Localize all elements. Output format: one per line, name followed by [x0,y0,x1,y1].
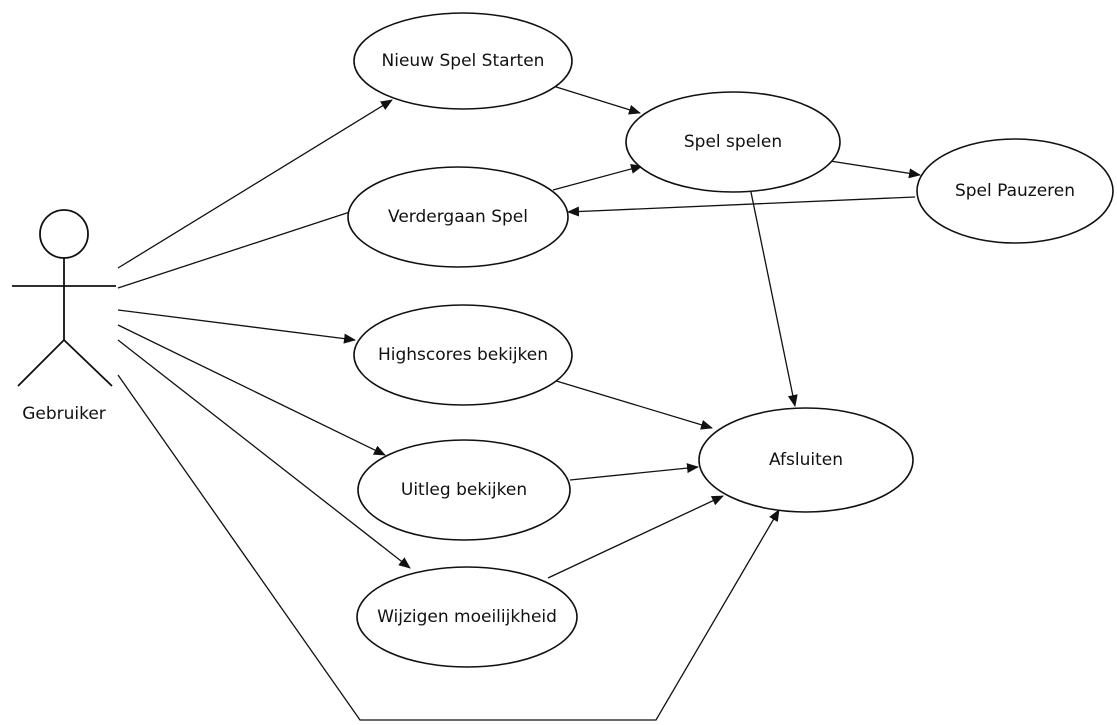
use-case-label: Verdergaan Spel [388,207,528,227]
actor: Gebruiker [12,209,116,424]
edge-actor-to-verdergaan [117,206,363,289]
edge-actor-to-highscores [117,309,356,344]
edge-actor-to-uitleg [117,324,386,456]
use-case-spel-spelen[interactable]: Spel spelen [625,91,841,193]
actor-right-leg [63,339,113,387]
edge-pauzeren-to-verdergaan [567,196,916,217]
use-case-verdergaan-spel[interactable]: Verdergaan Spel [347,166,569,268]
use-case-label: Nieuw Spel Starten [382,51,545,71]
edge-verdergaan-to-spel-spelen [552,164,643,191]
use-case-label: Spel spelen [684,132,782,152]
use-case-nieuw-spel-starten[interactable]: Nieuw Spel Starten [353,12,573,110]
actor-label: Gebruiker [22,404,106,424]
use-case-spel-pauzeren[interactable]: Spel Pauzeren [916,138,1114,244]
use-case-highscores-bekijken[interactable]: Highscores bekijken [353,304,573,406]
edge-wijzigen-to-afsluiten [547,495,724,579]
use-case-afsluiten[interactable]: Afsluiten [698,407,914,513]
use-case-label: Uitleg bekijken [401,480,527,500]
use-case-label: Afsluiten [769,450,843,470]
edge-spel-spelen-to-pauzeren [829,160,921,179]
use-case-label: Wijzigen moeilijkheid [377,607,557,627]
edge-actor-to-nieuw-spel [117,99,393,269]
edge-uitleg-to-afsluiten [569,463,699,481]
use-case-uitleg-bekijken[interactable]: Uitleg bekijken [357,439,571,541]
use-case-wijzigen-moeilijkheid[interactable]: Wijzigen moeilijkheid [356,566,578,668]
use-case-label: Highscores bekijken [378,345,548,365]
edge-actor-to-afsluiten [117,374,780,721]
actor-left-leg [17,339,65,387]
use-case-label: Spel Pauzeren [955,181,1075,201]
edge-actor-to-wijzigen [117,339,411,569]
edge-highscores-to-afsluiten [552,379,713,430]
edge-nieuw-spel-to-spel-spelen [552,85,641,115]
actor-head-icon [39,209,89,259]
edge-spel-spelen-to-afsluiten [744,162,798,407]
